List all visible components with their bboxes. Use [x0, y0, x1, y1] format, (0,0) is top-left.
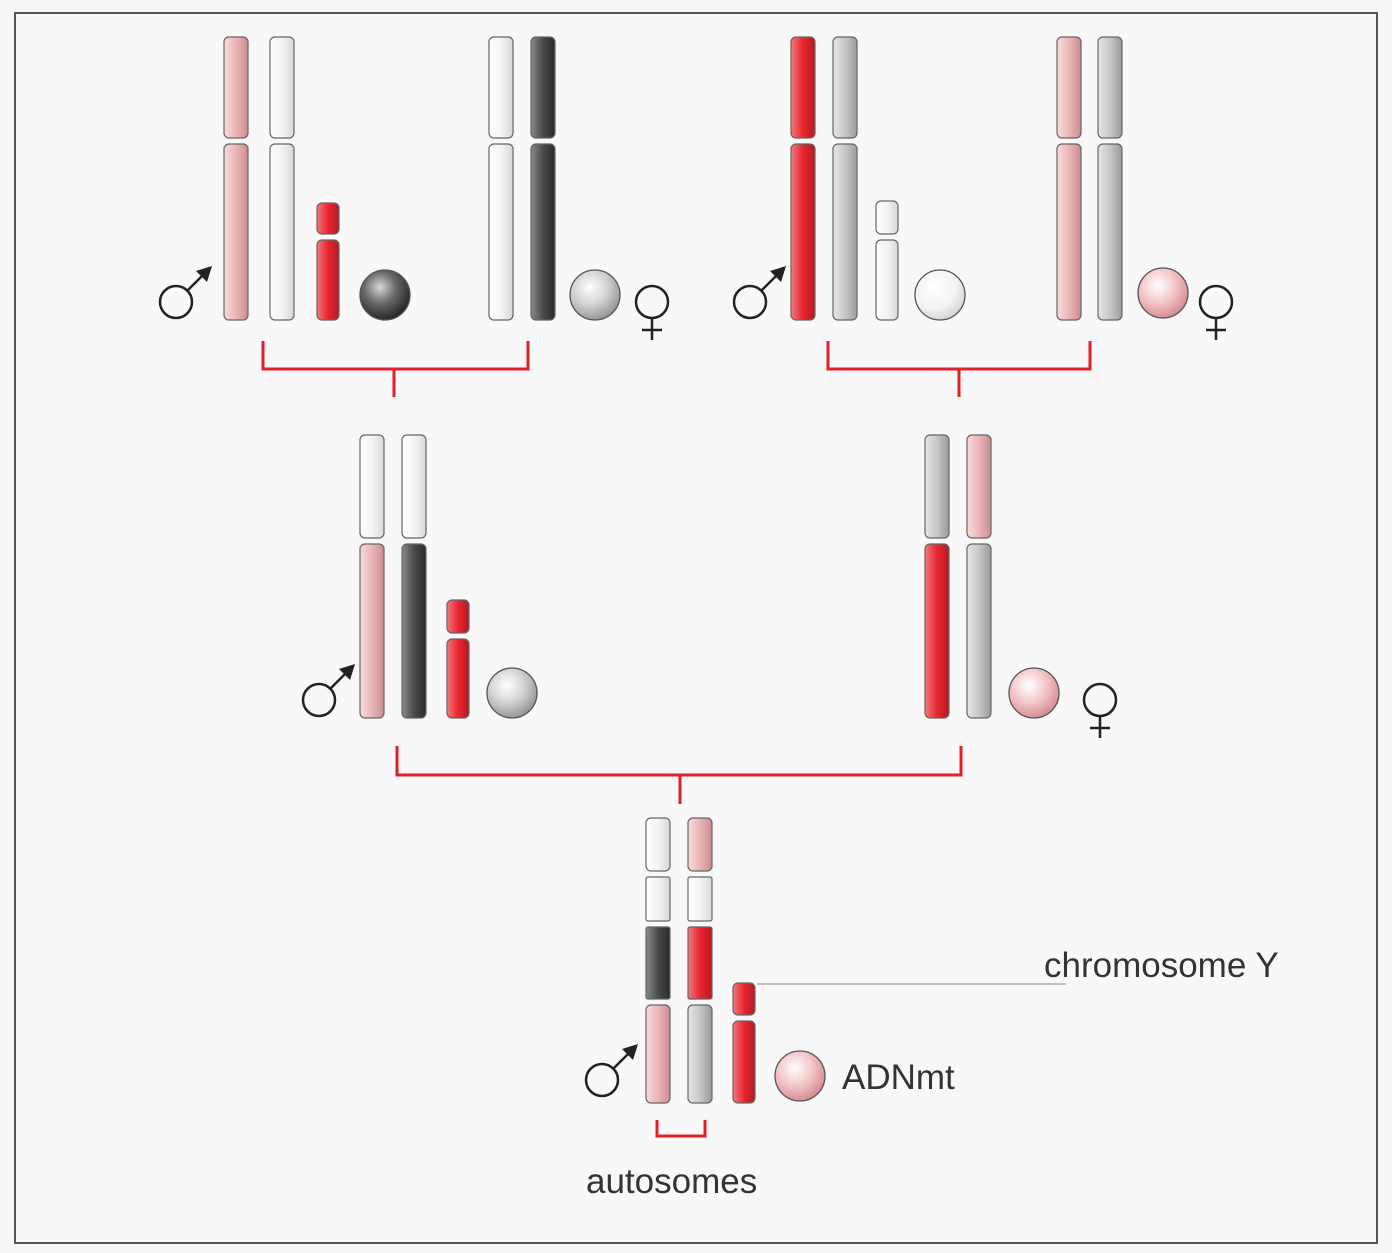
autosome — [645, 817, 671, 1104]
mtdna-sphere — [1137, 267, 1189, 319]
autosomes-label: autosomes — [586, 1162, 757, 1201]
autosome — [1097, 36, 1123, 321]
chromosome-segment — [645, 876, 671, 922]
mtdna-sphere — [774, 1050, 826, 1102]
mtdna-sphere — [569, 269, 621, 321]
chromosome-segment — [488, 36, 514, 139]
chromosome-segment — [1097, 143, 1123, 321]
male-symbol — [301, 664, 355, 718]
chromosome-segment — [687, 1004, 713, 1104]
chromosome-segment — [875, 239, 899, 321]
chromosome-segment — [269, 143, 295, 321]
female-symbol — [634, 284, 670, 340]
autosome-bracket — [655, 1120, 707, 1138]
y-chromosome — [732, 982, 756, 1104]
chromosome-segment — [446, 599, 470, 634]
chromosome-segment — [875, 200, 899, 235]
autosome — [269, 36, 295, 321]
autosome — [1056, 36, 1082, 321]
chromosome-segment — [1056, 143, 1082, 321]
chromosome-segment — [645, 926, 671, 1000]
male-symbol — [584, 1044, 638, 1098]
chromosome-segment — [924, 434, 950, 539]
autosome — [223, 36, 249, 321]
chromosome-segment — [401, 434, 427, 539]
female-symbol — [1198, 284, 1234, 340]
chromosome-segment — [401, 543, 427, 719]
autosome — [924, 434, 950, 719]
mtdna-sphere — [914, 269, 966, 321]
chromosome-segment — [530, 36, 556, 139]
chromosome-segment — [269, 36, 295, 139]
mtdna-sphere — [359, 269, 411, 321]
mtdna-label: ADNmt — [842, 1058, 955, 1097]
autosome — [687, 817, 713, 1104]
chromosome-segment — [316, 202, 340, 235]
parent-bracket — [395, 746, 963, 804]
mtdna-sphere — [486, 667, 538, 719]
chromosome-segment — [832, 143, 858, 321]
autosome — [832, 36, 858, 321]
autosome — [530, 36, 556, 321]
chromosome-segment — [359, 434, 385, 539]
chromosome-segment — [223, 36, 249, 139]
autosome — [401, 434, 427, 719]
chromosome-segment — [645, 817, 671, 872]
y-chromosome — [875, 200, 899, 321]
chromosome-segment — [488, 143, 514, 321]
chromosome-segment — [924, 543, 950, 719]
chromosome-segment — [645, 1004, 671, 1104]
chromosome-segment — [732, 982, 756, 1016]
male-symbol — [158, 266, 212, 320]
female-symbol — [1082, 682, 1118, 738]
chromosome-y-label: chromosome Y — [1044, 946, 1279, 985]
chromosome-segment — [966, 434, 992, 539]
chromosome-segment — [530, 143, 556, 321]
y-chromosome — [446, 599, 470, 719]
autosome — [966, 434, 992, 719]
chromosome-segment — [687, 817, 713, 872]
chromosome-segment — [687, 926, 713, 1000]
chromosome-segment — [790, 36, 816, 139]
mtdna-sphere — [1008, 667, 1060, 719]
chromosome-segment — [316, 239, 340, 321]
chromosome-segment — [790, 143, 816, 321]
chromosome-segment — [732, 1020, 756, 1104]
chromosome-segment — [446, 638, 470, 719]
chromosome-segment — [223, 143, 249, 321]
chromosome-segment — [687, 876, 713, 922]
parent-bracket — [261, 341, 530, 397]
male-symbol — [732, 266, 786, 320]
y-chromosome — [316, 202, 340, 321]
autosome — [359, 434, 385, 719]
chromosome-segment — [832, 36, 858, 139]
chromosome-segment — [359, 543, 385, 719]
chromosome-segment — [1097, 36, 1123, 139]
chromosome-segment — [966, 543, 992, 719]
chromosome-segment — [1056, 36, 1082, 139]
autosome — [488, 36, 514, 321]
parent-bracket — [826, 341, 1092, 397]
autosome — [790, 36, 816, 321]
